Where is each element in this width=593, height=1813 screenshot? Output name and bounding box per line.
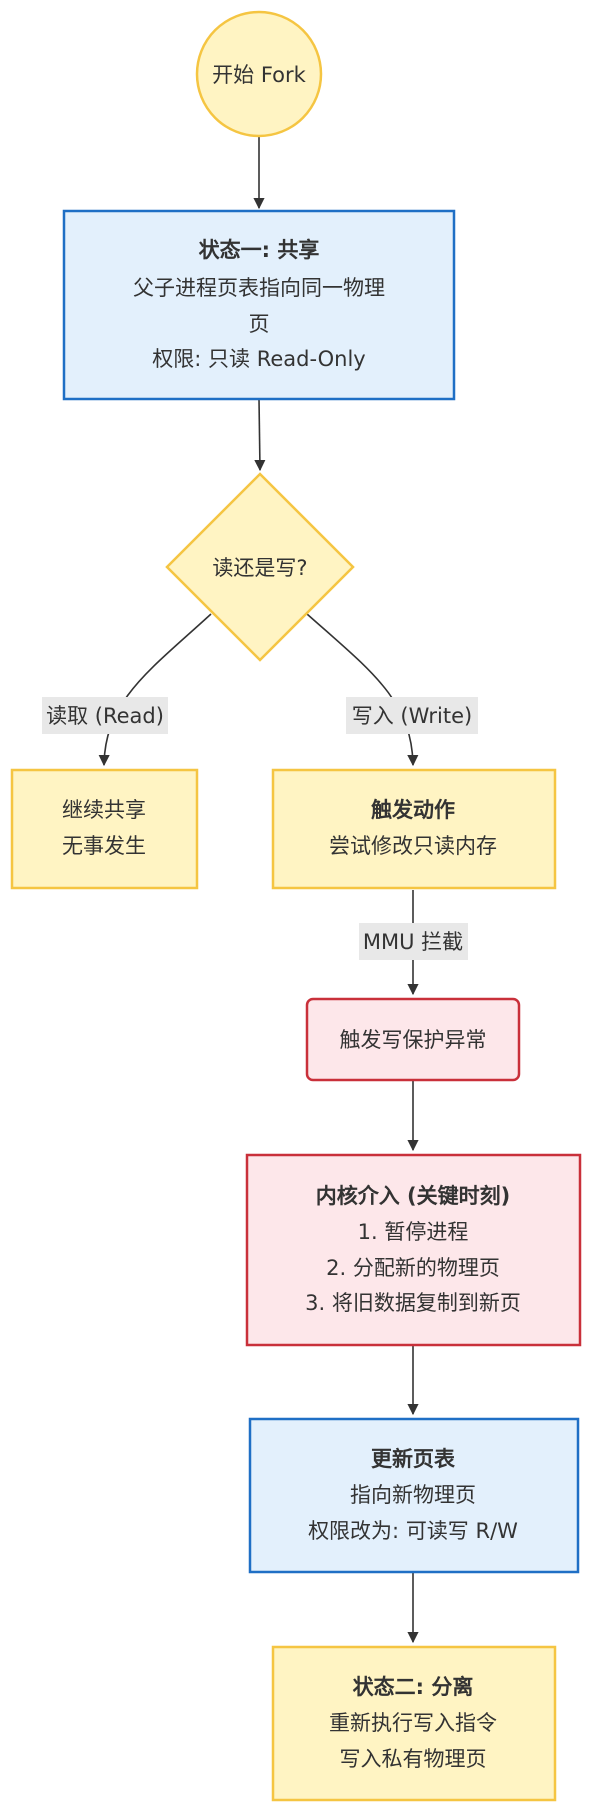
node-write-fault-label: 触发写保护异常 — [340, 1028, 487, 1052]
node-kernel-line3: 3. 将旧数据复制到新页 — [305, 1291, 521, 1315]
node-state-two: 状态二: 分离 重新执行写入指令 写入私有物理页 — [271, 1645, 557, 1802]
node-state-one-line3: 权限: 只读 Read-Only — [152, 347, 365, 371]
node-update-pt-line2: 权限改为: 可读写 R/W — [308, 1519, 518, 1543]
node-trigger-action: 触发动作 尝试修改只读内存 — [271, 768, 557, 890]
edge-label-write: 写入 (Write) — [346, 697, 478, 734]
node-keep-shared: 继续共享 无事发生 — [10, 768, 199, 890]
node-write-fault: 触发写保护异常 — [305, 997, 521, 1082]
node-kernel: 内核介入 (关键时刻) 1. 暂停进程 2. 分配新的物理页 3. 将旧数据复制… — [245, 1153, 582, 1347]
node-keep-shared-line1: 继续共享 — [62, 798, 146, 822]
node-trigger-action-title: 触发动作 — [371, 798, 455, 822]
node-update-pt-title: 更新页表 — [371, 1447, 456, 1471]
node-state-one-title: 状态一: 共享 — [199, 238, 320, 262]
node-state-two-title: 状态二: 分离 — [353, 1675, 474, 1699]
node-trigger-action-line1: 尝试修改只读内存 — [329, 834, 497, 858]
node-state-two-line2: 写入私有物理页 — [340, 1747, 487, 1771]
node-kernel-line1: 1. 暂停进程 — [358, 1220, 469, 1244]
node-kernel-line2: 2. 分配新的物理页 — [326, 1256, 500, 1280]
edge-label-read-text: 读取 (Read) — [46, 704, 164, 728]
node-update-pt-line1: 指向新物理页 — [350, 1483, 476, 1507]
edge-label-mmu: MMU 拦截 — [359, 923, 468, 960]
edge-label-mmu-text: MMU 拦截 — [363, 930, 463, 954]
node-decision: 读还是写? — [165, 472, 355, 662]
node-state-one-line2: 页 — [249, 312, 270, 336]
node-start-label: 开始 Fork — [212, 63, 306, 87]
edge-state-one-to-decision — [254, 398, 266, 472]
node-decision-label: 读还是写? — [212, 556, 307, 580]
edge-decision-to-trigger-action — [306, 613, 419, 767]
edge-label-read: 读取 (Read) — [42, 697, 168, 734]
edge-label-write-text: 写入 (Write) — [352, 704, 473, 728]
node-state-one-line1: 父子进程页表指向同一物理 — [133, 276, 385, 300]
node-state-two-line1: 重新执行写入指令 — [329, 1711, 497, 1735]
node-update-pt: 更新页表 指向新物理页 权限改为: 可读写 R/W — [248, 1417, 580, 1574]
node-state-one: 状态一: 共享 父子进程页表指向同一物理 页 权限: 只读 Read-Only — [62, 209, 456, 401]
node-kernel-title: 内核介入 (关键时刻) — [316, 1184, 511, 1208]
node-keep-shared-line2: 无事发生 — [62, 834, 146, 858]
node-start: 开始 Fork — [195, 10, 323, 138]
edge-decision-to-keep-shared — [98, 613, 212, 767]
